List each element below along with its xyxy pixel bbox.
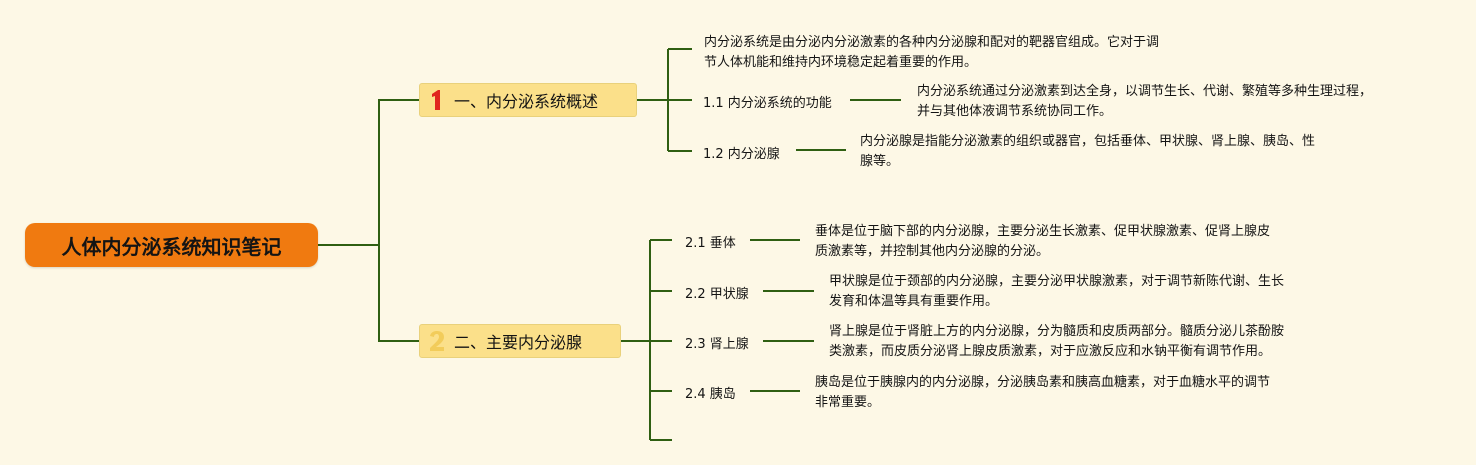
- subtopic-2-2[interactable]: 2.2 甲状腺: [685, 287, 749, 302]
- subtopic-2-1-description[interactable]: 垂体是位于脑下部的内分泌腺，主要分泌生长激素、促甲状腺激素、促肾上腺皮 质激素等…: [815, 222, 1270, 262]
- description-line: 类激素，而皮质分泌肾上腺皮质激素，对于应激反应和水钠平衡有调节作用。: [829, 344, 1272, 359]
- subtopic-2-4[interactable]: 2.4 胰岛: [685, 387, 736, 402]
- branch-topic-glands[interactable]: 二、主要内分泌腺: [419, 324, 621, 358]
- description-line: 垂体是位于脑下部的内分泌腺，主要分泌生长激素、促甲状腺激素、促肾上腺皮: [815, 224, 1271, 239]
- root-topic[interactable]: 人体内分泌系统知识笔记: [25, 223, 318, 267]
- subtopic-2-1[interactable]: 2.1 垂体: [685, 236, 736, 251]
- description-line: 甲状腺是位于颈部的内分泌腺，主要分泌甲状腺激素，对于调节新陈代谢、生长: [829, 274, 1285, 289]
- connector-root-branch2: [378, 245, 419, 342]
- branch-topic-label: 二、主要内分泌腺: [454, 333, 583, 352]
- description-line: 发育和体温等具有重要作用。: [829, 294, 999, 309]
- connector-root-branch1: [378, 99, 419, 245]
- overview-description[interactable]: 内分泌系统是由分泌内分泌激素的各种内分泌腺和配对的靶器官组成。它对于调 节人体机…: [704, 33, 1159, 73]
- subtopic-1-2[interactable]: 1.2 内分泌腺: [703, 147, 780, 162]
- description-line: 内分泌系统通过分泌激素到达全身，以调节生长、代谢、繁殖等多种生理过程，: [917, 84, 1373, 99]
- subtopic-1-1-description[interactable]: 内分泌系统通过分泌激素到达全身，以调节生长、代谢、繁殖等多种生理过程， 并与其他…: [917, 82, 1372, 122]
- description-line: 肾上腺是位于肾脏上方的内分泌腺，分为髓质和皮质两部分。髓质分泌儿茶酚胺: [829, 324, 1285, 339]
- description-line: 非常重要。: [815, 395, 881, 410]
- subtopic-2-4-description[interactable]: 胰岛是位于胰腺内的内分泌腺，分泌胰岛素和胰高血糖素，对于血糖水平的调节 非常重要…: [815, 373, 1270, 413]
- description-line: 内分泌系统是由分泌内分泌激素的各种内分泌腺和配对的靶器官组成。它对于调: [704, 35, 1160, 50]
- subtopic-1-1[interactable]: 1.1 内分泌系统的功能: [703, 96, 832, 111]
- number-1-icon: [420, 89, 454, 111]
- subtopic-2-3[interactable]: 2.3 肾上腺: [685, 337, 749, 352]
- branch-topic-label: 一、内分泌系统概述: [454, 92, 599, 111]
- subtopic-1-2-description[interactable]: 内分泌腺是指能分泌激素的组织或器官，包括垂体、甲状腺、肾上腺、胰岛、性 腺等。: [860, 132, 1315, 172]
- description-line: 内分泌腺是指能分泌激素的组织或器官，包括垂体、甲状腺、肾上腺、胰岛、性: [860, 134, 1316, 149]
- branch-topic-overview[interactable]: 一、内分泌系统概述: [419, 83, 637, 117]
- number-2-icon: [420, 330, 454, 352]
- description-line: 胰岛是位于胰腺内的内分泌腺，分泌胰岛素和胰高血糖素，对于血糖水平的调节: [815, 375, 1271, 390]
- description-line: 腺等。: [860, 154, 900, 169]
- subtopic-2-3-description[interactable]: 肾上腺是位于肾脏上方的内分泌腺，分为髓质和皮质两部分。髓质分泌儿茶酚胺 类激素，…: [829, 322, 1284, 362]
- description-line: 并与其他体液调节系统协同工作。: [917, 104, 1113, 119]
- root-topic-title: 人体内分泌系统知识笔记: [61, 234, 282, 259]
- subtopic-2-2-description[interactable]: 甲状腺是位于颈部的内分泌腺，主要分泌甲状腺激素，对于调节新陈代谢、生长 发育和体…: [829, 272, 1284, 312]
- description-line: 质激素等，并控制其他内分泌腺的分泌。: [815, 244, 1050, 259]
- description-line: 节人体机能和维持内环境稳定起着重要的作用。: [704, 55, 978, 70]
